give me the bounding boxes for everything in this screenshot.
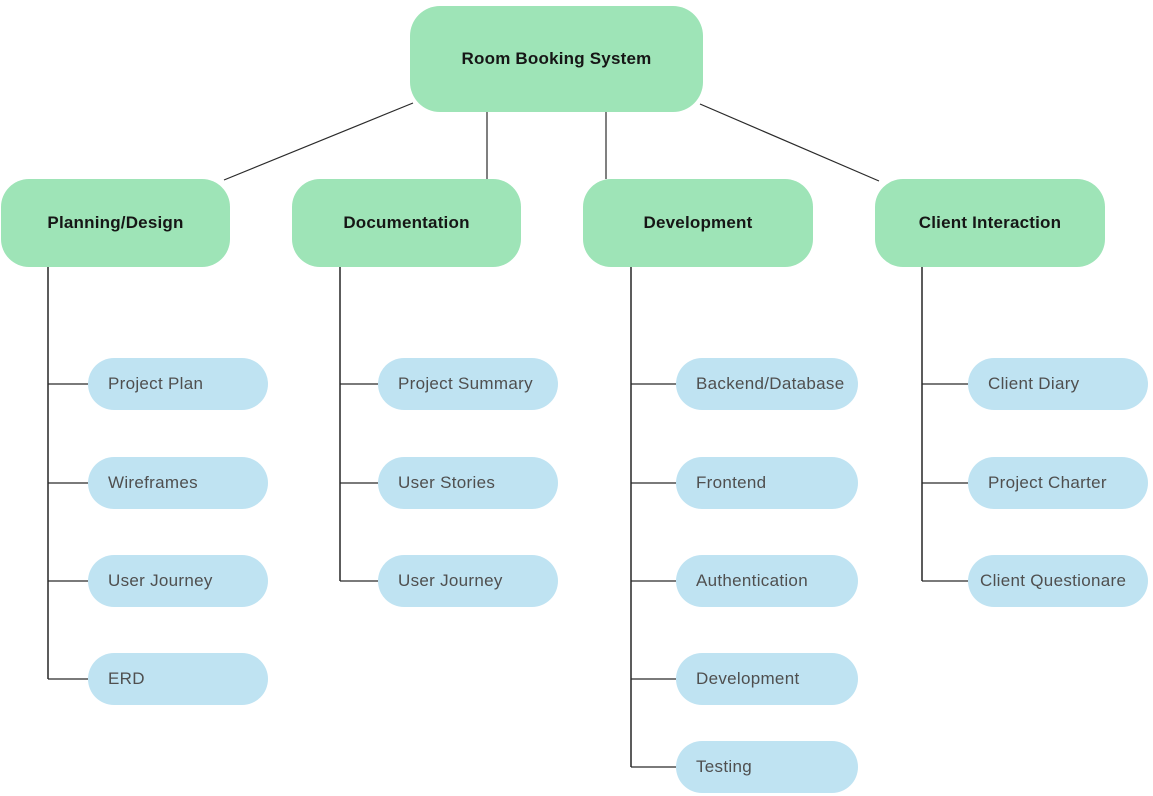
node-label: User Stories (398, 473, 496, 492)
node-development[interactable]: Development (583, 179, 813, 267)
node-frontend[interactable]: Frontend (676, 457, 858, 509)
node-label: Client Diary (988, 374, 1080, 393)
node-user-stories[interactable]: User Stories (378, 457, 558, 509)
node-label: Client Interaction (918, 213, 1062, 232)
node-label: Development (696, 669, 800, 688)
node-client-diary[interactable]: Client Diary (968, 358, 1148, 410)
node-project-charter[interactable]: Project Charter (968, 457, 1148, 509)
node-backend-database[interactable]: Backend/Database (676, 358, 858, 410)
node-project-plan[interactable]: Project Plan (88, 358, 268, 410)
node-label: User Journey (398, 571, 503, 590)
node-development-leaf[interactable]: Development (676, 653, 858, 705)
node-label: Backend/Database (696, 374, 845, 393)
node-label: Client Questionare (980, 571, 1127, 590)
node-planning-design[interactable]: Planning/Design (1, 179, 230, 267)
node-room-booking-system[interactable]: Room Booking System (410, 6, 703, 112)
node-testing[interactable]: Testing (676, 741, 858, 793)
node-label: Authentication (696, 571, 808, 590)
node-label: Planning/Design (47, 213, 184, 232)
node-label: Wireframes (108, 473, 198, 492)
node-user-journey-doc[interactable]: User Journey (378, 555, 558, 607)
node-client-interaction[interactable]: Client Interaction (875, 179, 1105, 267)
node-wireframes[interactable]: Wireframes (88, 457, 268, 509)
node-label: ERD (108, 669, 145, 688)
node-label: User Journey (108, 571, 213, 590)
node-client-questionare[interactable]: Client Questionare (968, 555, 1148, 607)
node-label: Development (643, 213, 753, 232)
node-project-summary[interactable]: Project Summary (378, 358, 558, 410)
connector-line (699, 103, 880, 182)
node-label: Testing (696, 757, 752, 776)
node-label: Project Summary (398, 374, 533, 393)
node-documentation[interactable]: Documentation (292, 179, 521, 267)
connector-line (223, 102, 414, 181)
node-label: Room Booking System (461, 49, 652, 68)
node-label: Project Plan (108, 374, 204, 393)
node-erd[interactable]: ERD (88, 653, 268, 705)
node-label: Frontend (696, 473, 767, 492)
node-user-journey[interactable]: User Journey (88, 555, 268, 607)
node-authentication[interactable]: Authentication (676, 555, 858, 607)
node-label: Documentation (343, 213, 470, 232)
node-label: Project Charter (988, 473, 1107, 492)
